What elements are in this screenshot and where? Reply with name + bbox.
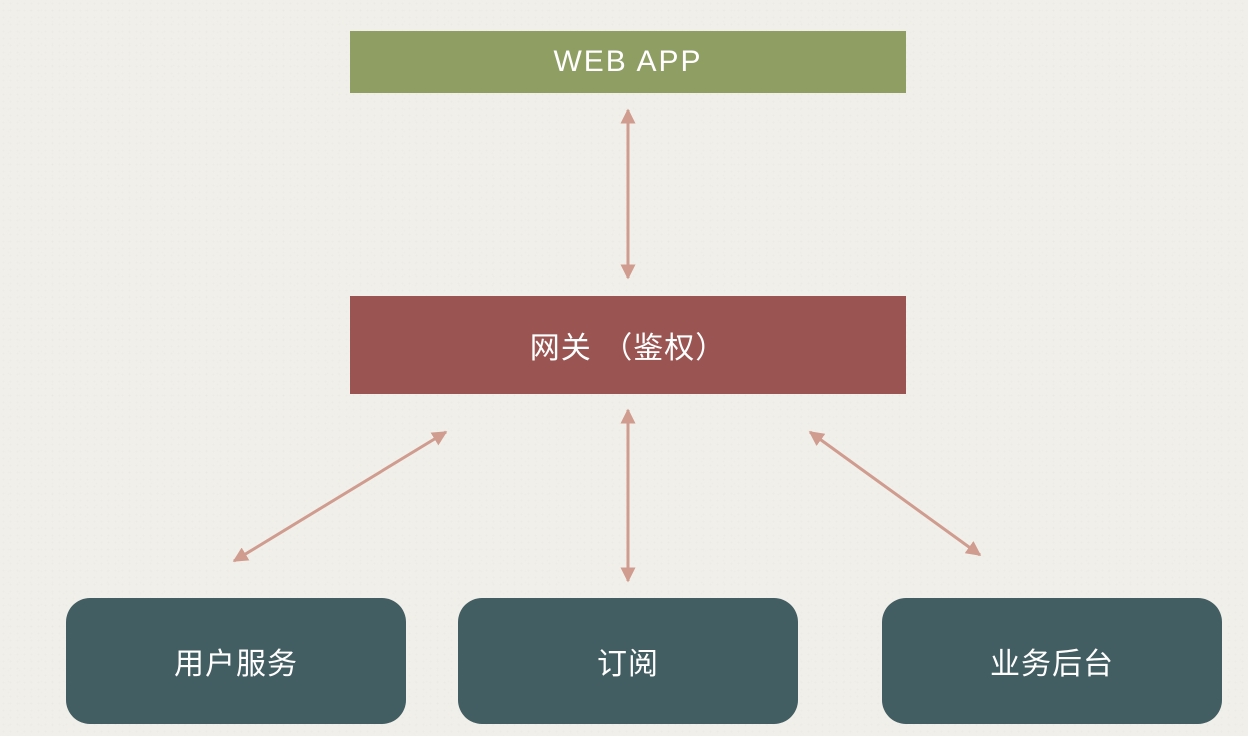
subscription-node: 订阅 (458, 598, 798, 724)
business-admin-node: 业务后台 (882, 598, 1222, 724)
arrow-gateway-user-service (232, 430, 448, 563)
gateway-label: 网关 （鉴权） (529, 331, 727, 366)
arrow-gateway-business-admin (808, 430, 982, 557)
web-app-node: WEB APP (350, 31, 906, 93)
user-service-node: 用户服务 (66, 598, 406, 724)
user-service-label: 用户服务 (174, 647, 298, 682)
subscription-label: 订阅 (597, 647, 659, 682)
gateway-node: 网关 （鉴权） (350, 296, 906, 394)
web-app-label: WEB APP (553, 45, 703, 78)
business-admin-label: 业务后台 (990, 647, 1114, 682)
